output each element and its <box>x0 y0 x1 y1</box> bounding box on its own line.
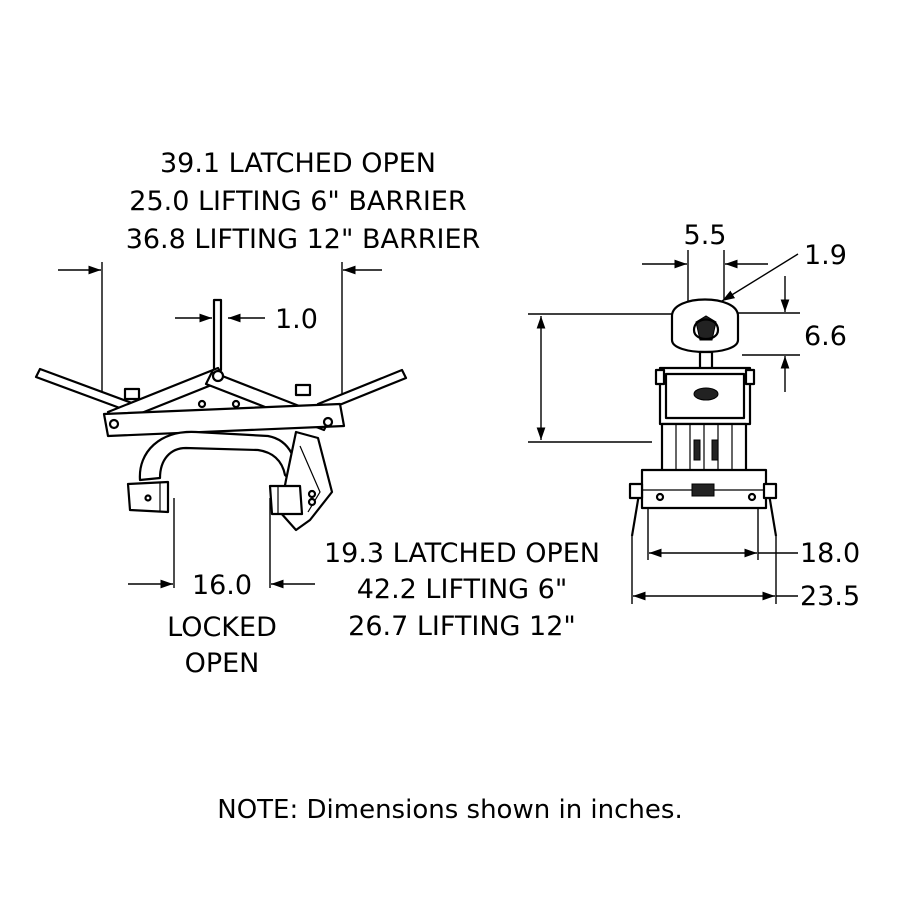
outer-width-dimension: 23.5 <box>631 536 860 612</box>
inner-width-value: 18.0 <box>800 538 860 569</box>
eye-height-dimension: 6.6 <box>726 276 847 392</box>
bail-offset-value: 1.0 <box>275 304 318 335</box>
side-view: 39.1 LATCHED OPEN 25.0 LIFTING 6" BARRIE… <box>34 148 600 679</box>
eye-offset-dimension: 1.9 <box>721 240 847 302</box>
top-dimension-line-3: 36.8 LIFTING 12" BARRIER <box>126 224 481 255</box>
locked-open-label-1: LOCKED <box>167 612 277 643</box>
top-width-dimension: 5.5 <box>642 220 768 312</box>
top-dimension-leader <box>58 262 382 400</box>
locked-open-value: 16.0 <box>192 570 252 601</box>
top-dimension-line-1: 39.1 LATCHED OPEN <box>160 148 436 179</box>
bail-offset-dimension: 1.0 <box>175 304 318 335</box>
eye-height-value: 6.6 <box>804 321 847 352</box>
locked-open-dimension: 16.0 LOCKED OPEN <box>128 498 315 679</box>
outer-width-value: 23.5 <box>800 581 860 612</box>
jaw-dimension-line-2: 42.2 LIFTING 6" <box>357 574 568 605</box>
clamp-end-body <box>628 298 778 537</box>
eye-offset-value: 1.9 <box>804 240 847 271</box>
overall-height-dimension <box>528 313 686 443</box>
top-width-value: 5.5 <box>684 220 727 251</box>
jaw-dimension-line-1: 19.3 LATCHED OPEN <box>324 538 600 569</box>
locked-open-label-2: OPEN <box>185 648 260 679</box>
end-view: 5.5 1.9 6.6 <box>528 220 860 612</box>
clamp-side-body <box>34 298 408 532</box>
inner-width-dimension: 18.0 <box>647 508 860 569</box>
top-dimension-line-2: 25.0 LIFTING 6" BARRIER <box>129 186 466 217</box>
units-note: NOTE: Dimensions shown in inches. <box>217 795 682 825</box>
jaw-dimension-line-3: 26.7 LIFTING 12" <box>348 611 576 642</box>
